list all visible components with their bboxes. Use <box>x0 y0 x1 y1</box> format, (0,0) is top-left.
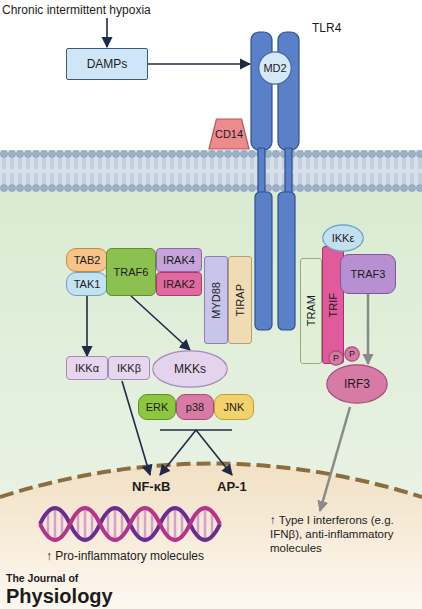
jnk-box: JNK <box>214 394 254 420</box>
receptor-domain <box>278 192 295 330</box>
journal-logo: The Journal of <box>6 572 126 585</box>
ikke-ellipse: IKKε <box>322 224 364 252</box>
tlr4-receptor: TLR4MD2 <box>250 22 300 332</box>
tram-box: TRAM <box>300 258 322 364</box>
node-label: TLR4 <box>312 22 341 34</box>
mkks-ellipse: MKKs <box>152 350 228 388</box>
receptor-domain <box>258 148 265 194</box>
journal-logo: Physiology <box>6 584 146 608</box>
receptor-domain <box>278 32 299 150</box>
irak4-box: IRAK4 <box>156 248 202 272</box>
node-label: TRAF3 <box>351 269 386 280</box>
node-label: MKKs <box>174 363 206 375</box>
tirap-box: TIRAP <box>228 256 252 344</box>
node-label: IKKβ <box>117 363 141 374</box>
irf3-arrow <box>320 407 350 511</box>
node-label: MD2 <box>263 63 286 74</box>
outline-ellipse <box>329 351 343 365</box>
transcription-factor: NF-κB <box>132 479 192 495</box>
node-label: ERK <box>146 402 169 413</box>
outline-ellipse <box>259 52 291 84</box>
ikka-box: IKKα <box>66 356 108 380</box>
cytoplasm <box>0 192 422 609</box>
cd14-shape: CD14 <box>208 118 250 150</box>
outline-trapezoid <box>209 119 249 149</box>
damps-box: DAMPs <box>66 48 148 80</box>
outline-ellipse <box>345 347 359 361</box>
node-label: P <box>349 350 355 359</box>
md2-circle: MD2 <box>258 51 292 85</box>
irf3-ellipse: IRF3 <box>326 364 388 404</box>
tak1-box: TAK1 <box>66 272 108 296</box>
node-label: IRF3 <box>344 378 370 390</box>
signal-arrow <box>131 296 190 350</box>
node-label: p38 <box>186 402 204 413</box>
node-label: IKKε <box>332 233 355 244</box>
outline-ellipse <box>323 225 363 251</box>
tab2-box: TAB2 <box>66 248 108 272</box>
plasma-membrane <box>0 150 422 192</box>
ikkb-box: IKKβ <box>108 356 150 380</box>
signal-arrow <box>86 296 88 356</box>
outline-ellipse <box>327 365 387 403</box>
dna-strand <box>40 508 220 540</box>
node-label: P <box>333 354 339 363</box>
mapk-arrow <box>160 430 196 475</box>
signal-arrow <box>367 294 370 364</box>
node-label: TIRAP <box>235 284 246 316</box>
nucleus <box>0 464 422 609</box>
node-label: IKKα <box>75 363 99 374</box>
receptor-domain <box>285 148 292 194</box>
node-label: TRAF6 <box>114 267 149 278</box>
node-label: CD14 <box>215 129 243 140</box>
traf3-box: TRAF3 <box>340 254 396 294</box>
node-label: TRAM <box>306 295 317 326</box>
p38-box: p38 <box>176 394 214 420</box>
stimulus-label: Chronic intermittent hypoxia <box>2 3 202 17</box>
node-label: TRIF <box>328 293 339 317</box>
stimulus-arrow <box>106 18 108 47</box>
irak2-box: IRAK2 <box>156 272 202 296</box>
node-label: IRAK4 <box>163 255 195 266</box>
phosphate-circle: P <box>328 350 344 366</box>
phosphate-circle: P <box>344 346 360 362</box>
nuclear-envelope <box>0 464 422 498</box>
node-label: TAK1 <box>74 279 101 290</box>
receptor-domain <box>255 192 272 330</box>
node-label: JNK <box>224 402 245 413</box>
node-label: DAMPs <box>87 58 128 70</box>
node-label: IRAK2 <box>163 279 195 290</box>
mapk-arrow <box>196 430 232 475</box>
erk-box: ERK <box>138 394 176 420</box>
receptor-domain <box>251 32 272 150</box>
node-label: TAB2 <box>74 255 101 266</box>
outcome-label: ↑ Pro-inflammatory molecules <box>46 549 246 563</box>
dna-strand <box>40 508 220 540</box>
myd88-box: MYD88 <box>204 256 228 344</box>
transcription-factor: AP-1 <box>217 479 257 495</box>
outline-ellipse <box>153 351 227 387</box>
outcome-label: ↑ Type I interferons (e.g. IFNβ), anti-i… <box>270 514 420 555</box>
node-label: MYD88 <box>211 282 222 319</box>
signal-arrow <box>148 63 250 65</box>
traf6-box: TRAF6 <box>106 248 156 296</box>
